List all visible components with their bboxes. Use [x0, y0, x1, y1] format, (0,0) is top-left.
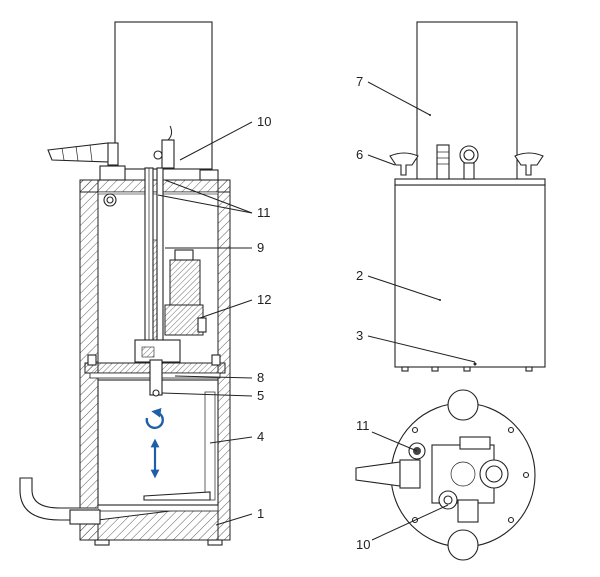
- sample-chamber: [97, 379, 219, 506]
- label-3: 3: [356, 328, 363, 343]
- label-10-side: 10: [257, 114, 271, 129]
- label-9: 9: [257, 240, 264, 255]
- cone-handle-left: [47, 142, 111, 163]
- knob-right: [514, 152, 544, 176]
- label-6: 6: [356, 147, 363, 162]
- knob-left: [389, 152, 419, 176]
- front-view: 7 6 2 3: [356, 21, 546, 372]
- label-4: 4: [257, 429, 264, 444]
- top-knob-lower: [447, 529, 479, 561]
- label-1: 1: [257, 506, 264, 521]
- top-knob-upper: [447, 389, 479, 421]
- cone-handle-top: [355, 461, 401, 487]
- label-7: 7: [356, 74, 363, 89]
- label-12: 12: [257, 292, 271, 307]
- label-11-top: 11: [356, 418, 370, 433]
- label-8: 8: [257, 370, 264, 385]
- label-2: 2: [356, 268, 363, 283]
- rotate-arrow-icon: [145, 408, 164, 430]
- section-view: 10 11 9 12 8 5 4 1: [19, 21, 271, 546]
- top-view: 11 10: [355, 389, 536, 561]
- housing-lid: [79, 179, 231, 193]
- label-10-top: 10: [356, 537, 370, 552]
- label-11-side: 11: [257, 205, 271, 220]
- actuator-block: [169, 259, 201, 306]
- label-5: 5: [257, 388, 264, 403]
- front-housing: [394, 184, 546, 368]
